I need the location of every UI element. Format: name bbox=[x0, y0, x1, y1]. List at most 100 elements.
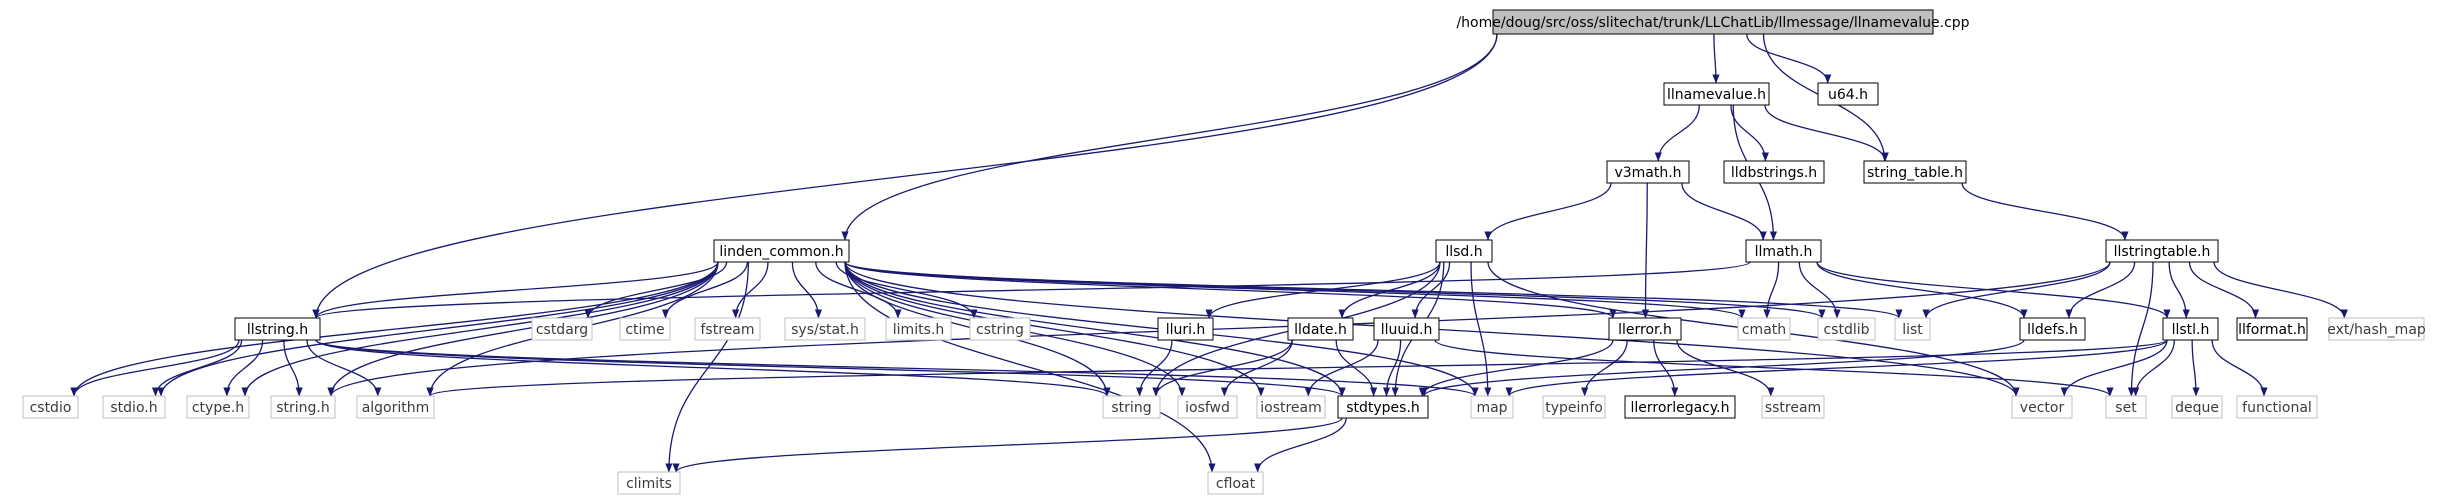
edge-llstring_h-to-map bbox=[315, 339, 1479, 397]
node-u64-h[interactable]: u64.h bbox=[1817, 82, 1879, 106]
edge-llstringtable_h-to-llstl_h bbox=[2168, 261, 2190, 319]
node-box bbox=[1177, 395, 1238, 419]
node-label: lluri.h bbox=[1166, 322, 1206, 338]
edge-llmath_h-to-llstl_h bbox=[1816, 261, 2171, 319]
node-label: typeinfo bbox=[1545, 400, 1603, 416]
node-linden-common-h[interactable]: linden_common.h bbox=[713, 239, 850, 263]
edge-lldate_h-to-string bbox=[1152, 339, 1293, 397]
node-box bbox=[784, 317, 866, 341]
edge-llerror_h-to-llerrorlegacy_h bbox=[1653, 339, 1679, 397]
node-iosfwd: iosfwd bbox=[1177, 395, 1238, 419]
edge-llmath_h-to-lldefs_h bbox=[1816, 261, 2028, 319]
edge-llstringtable_h-to-list bbox=[1922, 261, 2111, 319]
edge-linden_common_h-to-fstream bbox=[732, 261, 769, 319]
node-box bbox=[1723, 160, 1825, 184]
node-box bbox=[2171, 395, 2223, 419]
node-cstdlib: cstdlib bbox=[1817, 317, 1876, 341]
node-label: string bbox=[1111, 400, 1151, 416]
node-llformat-h[interactable]: llformat.h bbox=[2236, 317, 2308, 341]
node-sys-stat-h: sys/stat.h bbox=[784, 317, 866, 341]
node-lldate-h[interactable]: lldate.h bbox=[1287, 317, 1354, 341]
node-lluuid-h[interactable]: lluuid.h bbox=[1373, 317, 1440, 341]
edge-linden_common_h-to-iostream bbox=[844, 261, 1265, 397]
edge-llerror_h-to-typeinfo bbox=[1581, 339, 1628, 397]
node-label: map bbox=[1476, 400, 1507, 416]
node-box bbox=[2019, 317, 2086, 341]
node-box bbox=[102, 395, 166, 419]
edge-linden_common_h-to-limits_h bbox=[815, 261, 902, 319]
node-box bbox=[1745, 239, 1822, 263]
node-box bbox=[619, 317, 671, 341]
edge-llstringtable_h-to-llformat_h bbox=[2188, 261, 2260, 319]
node-lldefs-h[interactable]: lldefs.h bbox=[2019, 317, 2086, 341]
node-typeinfo: typeinfo bbox=[1542, 395, 1606, 419]
edge-lldate_h-to-stdtypes_h bbox=[1335, 339, 1378, 397]
node-root[interactable]: /home/doug/src/oss/slitechat/trunk/LLCha… bbox=[1456, 9, 1970, 35]
node-box bbox=[1737, 317, 1791, 341]
edge-root-to-llstring_h bbox=[312, 33, 1498, 319]
node-llstringtable-h[interactable]: llstringtable.h bbox=[2105, 239, 2219, 263]
node-label: deque bbox=[2175, 400, 2219, 416]
node-llsd-h[interactable]: llsd.h bbox=[1435, 239, 1493, 263]
node-vector: vector bbox=[2011, 395, 2073, 419]
node-ctime: ctime bbox=[619, 317, 671, 341]
node-string-h: string.h bbox=[270, 395, 336, 419]
node-label: lluuid.h bbox=[1381, 322, 1433, 338]
node-lldbstrings-h[interactable]: lldbstrings.h bbox=[1723, 160, 1825, 184]
edge-llsd_h-to-lluuid_h bbox=[1411, 261, 1451, 319]
node-label: ctime bbox=[625, 322, 664, 338]
node-label: set bbox=[2115, 400, 2137, 416]
node-lluri-h[interactable]: lluri.h bbox=[1157, 317, 1214, 341]
node-label: llstringtable.h bbox=[2114, 244, 2211, 260]
node-llstl-h[interactable]: llstl.h bbox=[2162, 317, 2219, 341]
node-label: cstdlib bbox=[1823, 322, 1869, 338]
edge-linden_common_h-to-cmath bbox=[844, 261, 1746, 319]
node-label: llerror.h bbox=[1618, 322, 1672, 338]
node-box bbox=[617, 471, 681, 495]
edge-linden_common_h-to-climits bbox=[665, 261, 750, 473]
node-cfloat: cfloat bbox=[1207, 471, 1264, 495]
node-deque: deque bbox=[2171, 395, 2223, 419]
node-label: vector bbox=[2020, 400, 2065, 416]
node-fstream: fstream bbox=[694, 317, 761, 341]
node-stdtypes-h[interactable]: stdtypes.h bbox=[1337, 395, 1429, 419]
node-ext-hash-map: ext/hash_map bbox=[2327, 317, 2426, 341]
node-llerrorlegacy-h[interactable]: llerrorlegacy.h bbox=[1624, 395, 1736, 419]
edge-llsd_h-to-map bbox=[1470, 261, 1492, 397]
edge-llstring_h-to-stdio_h bbox=[151, 339, 243, 397]
node-label: string.h bbox=[276, 400, 330, 416]
edge-lldate_h-to-iosfwd bbox=[1220, 339, 1293, 397]
edge-llstring_h-to-string_h bbox=[283, 339, 303, 397]
edge-linden_common_h-to-stdio_h bbox=[157, 261, 719, 397]
edge-linden_common_h-to-ctime bbox=[661, 261, 749, 319]
node-cstdarg: cstdarg bbox=[531, 317, 593, 341]
edge-llstring_h-to-algorithm bbox=[306, 339, 382, 397]
node-llerror-h[interactable]: llerror.h bbox=[1608, 317, 1682, 341]
node-box bbox=[2328, 317, 2425, 341]
edge-lluri_h-to-string bbox=[1136, 339, 1173, 397]
edge-llmath_h-to-cstdlib bbox=[1798, 261, 1841, 319]
node-label: ext/hash_map bbox=[2327, 322, 2426, 338]
node-limits-h: limits.h bbox=[885, 317, 952, 341]
edge-lluuid_h-to-stdtypes_h bbox=[1382, 339, 1402, 397]
node-box bbox=[1102, 395, 1161, 419]
node-ctype-h: ctype.h bbox=[186, 395, 250, 419]
edge-llstl_h-to-vector bbox=[2060, 339, 2168, 397]
node-llnamevalue-h[interactable]: llnamevalue.h bbox=[1663, 82, 1770, 106]
node-v3math-h[interactable]: v3math.h bbox=[1606, 160, 1690, 184]
edge-llnamevalue_h-to-v3math_h bbox=[1654, 104, 1701, 162]
node-box bbox=[1287, 317, 1354, 341]
node-box bbox=[1470, 395, 1514, 419]
node-label: llformat.h bbox=[2238, 322, 2306, 338]
edge-root-to-linden_common_h bbox=[841, 33, 1498, 241]
node-functional: functional bbox=[2236, 395, 2318, 419]
node-string-table-h[interactable]: string_table.h bbox=[1863, 160, 1967, 184]
node-box bbox=[1761, 395, 1825, 419]
edge-llstringtable_h-to-lldefs_h bbox=[2065, 261, 2136, 319]
node-llstring-h[interactable]: llstring.h bbox=[234, 317, 321, 341]
node-llmath-h[interactable]: llmath.h bbox=[1745, 239, 1822, 263]
node-label: lldbstrings.h bbox=[1731, 165, 1817, 181]
edge-v3math_h-to-llsd_h bbox=[1484, 182, 1612, 241]
node-label: llerrorlegacy.h bbox=[1631, 400, 1730, 416]
